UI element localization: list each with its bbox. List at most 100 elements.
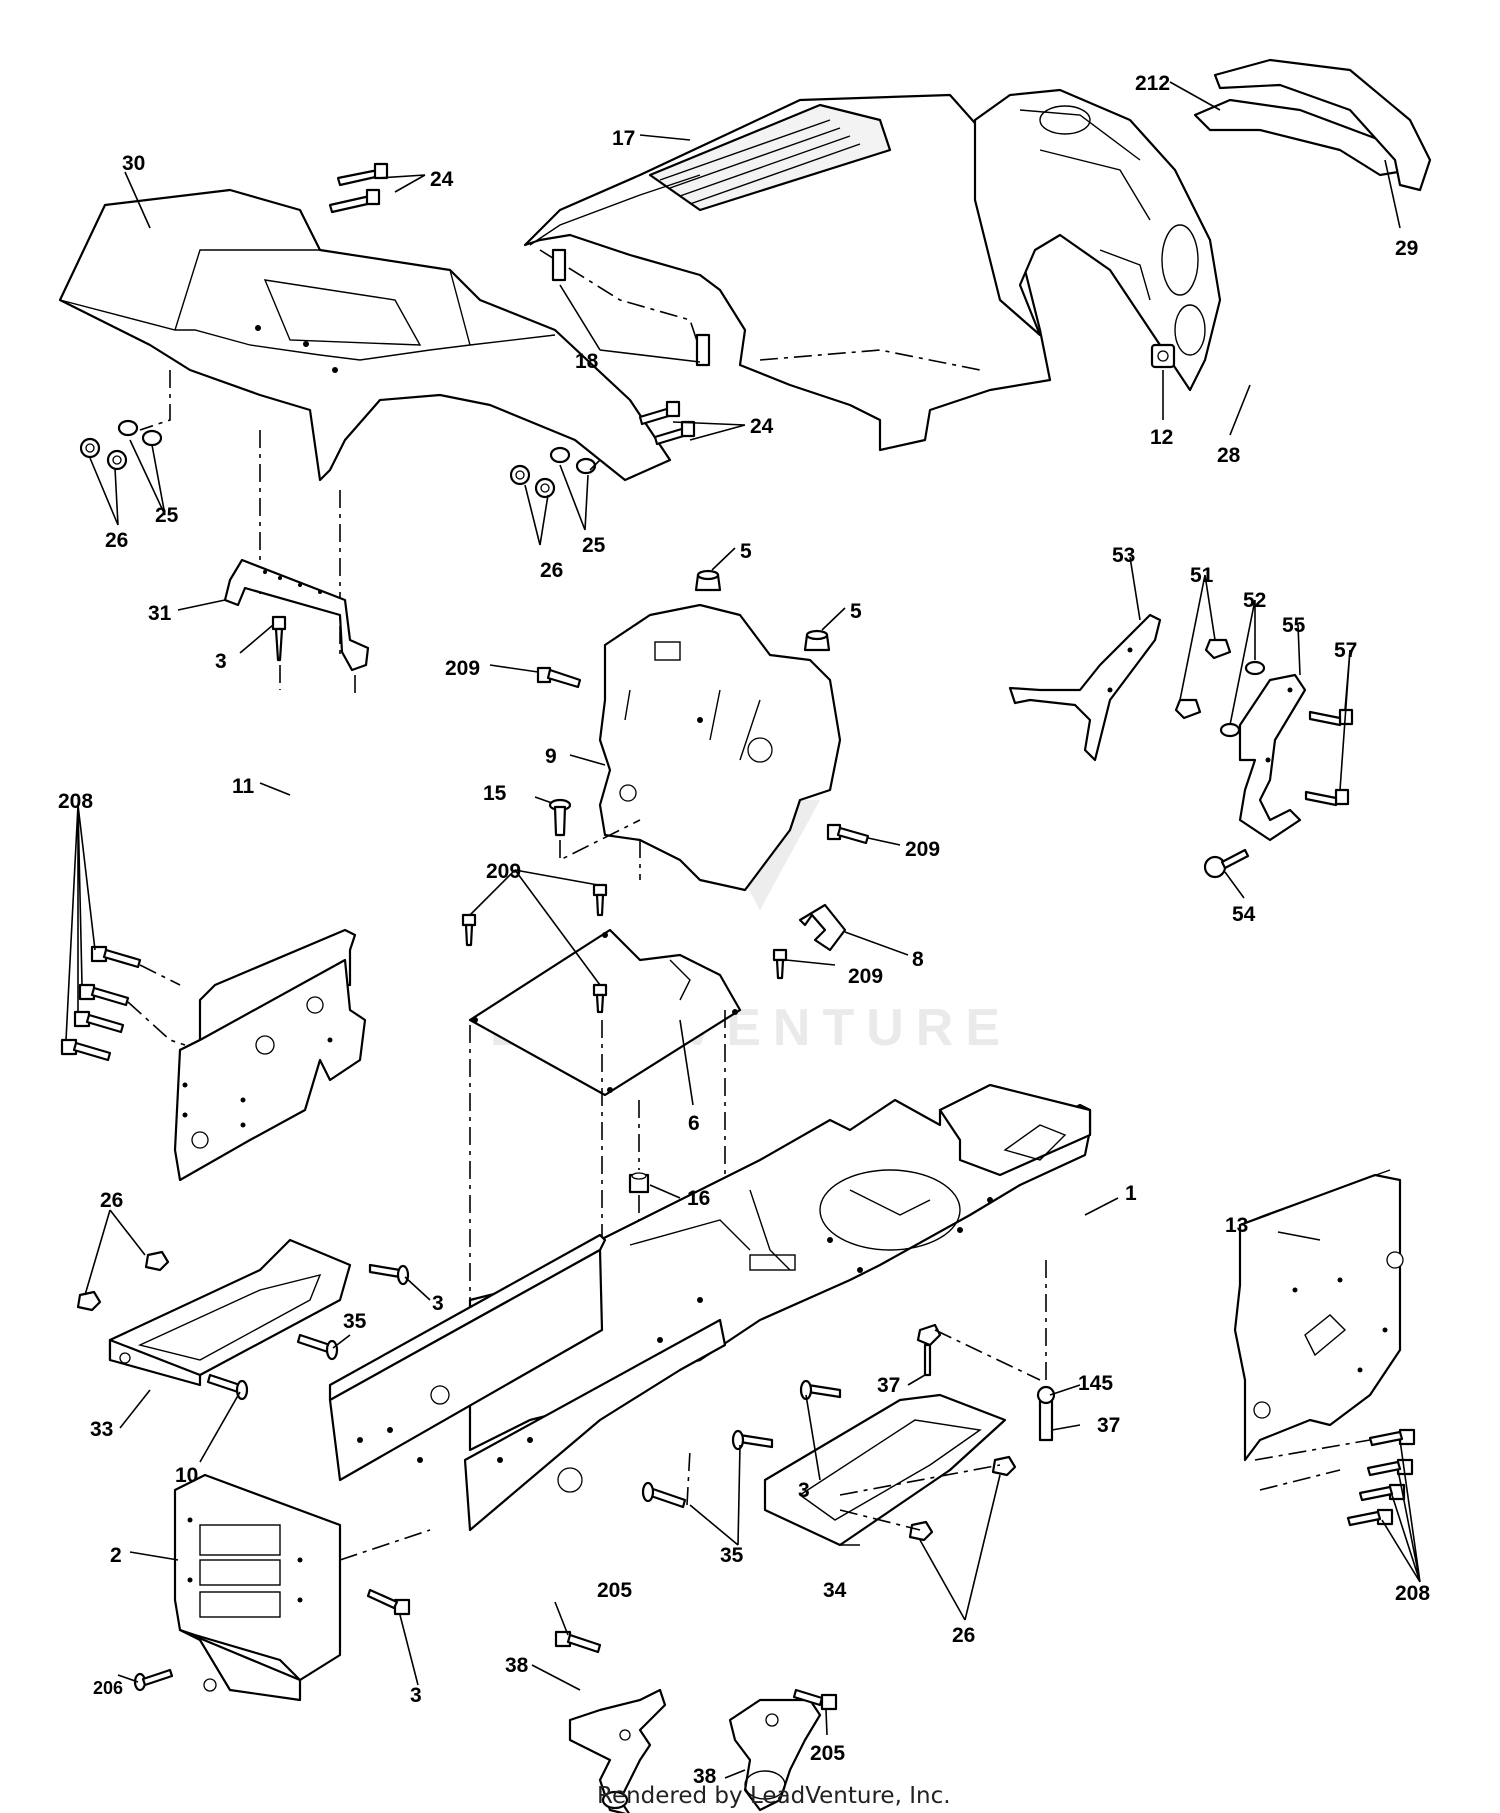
part-209-screws-plate [461, 883, 788, 1014]
part-208-bolts-right [1346, 1428, 1416, 1527]
callout-34: 34 [823, 1579, 847, 1602]
part-11-side-plate [173, 928, 367, 1182]
callout-24: 24 [430, 168, 454, 191]
part-6-plate [468, 928, 742, 1097]
callout-25: 25 [155, 504, 179, 527]
callout-205: 205 [597, 1579, 632, 1602]
callout-5: 5 [740, 540, 752, 563]
part-209-bolt-right [826, 823, 870, 845]
part-28-grille-housing [973, 88, 1222, 392]
footer-credit: Rendered by LeadVenture, Inc. [597, 1783, 951, 1809]
part-205-bolts [554, 1630, 838, 1711]
part-9-dash-panel [598, 603, 842, 892]
callout-30: 30 [122, 152, 145, 175]
callout-26: 26 [100, 1189, 123, 1212]
callout-11: 11 [232, 775, 255, 798]
part-3-bolt-front [366, 1588, 411, 1616]
callout-53: 53 [1112, 544, 1135, 567]
part-1-frame [328, 1083, 1092, 1532]
part-15-screw [548, 798, 572, 837]
callout-209: 209 [848, 965, 883, 988]
callout-35: 35 [343, 1310, 367, 1333]
callout-209: 209 [905, 838, 940, 861]
part-3-screw-upper [271, 615, 287, 662]
callout-3: 3 [432, 1292, 444, 1315]
part-212-trim [1193, 98, 1412, 177]
part-51-52-hardware [1174, 638, 1266, 738]
callout-28: 28 [1217, 444, 1241, 467]
callout-51: 51 [1190, 564, 1214, 587]
part-5-grommet-left [694, 569, 722, 592]
part-24-bolts-lower [638, 400, 696, 446]
callout-25: 25 [582, 534, 606, 557]
callout-208: 208 [58, 790, 93, 813]
part-35-bolt-left [296, 1333, 339, 1361]
part-53-bracket [1008, 613, 1162, 762]
callout-15: 15 [483, 782, 507, 805]
callout-3: 3 [215, 650, 227, 673]
callout-24: 24 [750, 415, 774, 438]
callout-212: 212 [1135, 72, 1170, 95]
part-34-footrest [763, 1393, 1007, 1547]
part-25-26-hardware-left [79, 419, 163, 471]
part-26-nuts-right [908, 1455, 1017, 1542]
callout-8: 8 [912, 948, 924, 971]
callout-52: 52 [1243, 589, 1266, 612]
callout-3: 3 [798, 1479, 810, 1502]
callout-10: 10 [175, 1464, 198, 1487]
callout-9: 9 [545, 745, 557, 768]
part-17-hood [523, 93, 1052, 452]
callout-16: 16 [687, 1187, 710, 1210]
callout-206: 206 [93, 1678, 123, 1698]
part-31-bracket [223, 558, 370, 672]
callout-13: 13 [1225, 1214, 1248, 1237]
callout-38: 38 [693, 1765, 717, 1788]
callout-26: 26 [105, 529, 128, 552]
part-12-clip [1150, 343, 1176, 369]
callout-57: 57 [1334, 639, 1357, 662]
callout-18: 18 [575, 350, 599, 373]
callout-38: 38 [505, 1654, 529, 1677]
part-33-footrest [108, 1238, 352, 1387]
part-3-bolt-footrest [368, 1263, 410, 1286]
callout-209: 209 [486, 860, 521, 883]
part-29-trim [1213, 58, 1432, 192]
callout-33: 33 [90, 1418, 113, 1441]
part-55-bracket [1238, 673, 1307, 842]
part-8-clip [798, 903, 847, 952]
leader-lines [65, 81, 1421, 1779]
callout-12: 12 [1150, 426, 1173, 449]
part-25-26-hardware-right [509, 446, 597, 499]
part-16-nut [628, 1172, 650, 1194]
part-209-bolt-upper [536, 666, 582, 689]
part-54-screw [1203, 848, 1250, 879]
callout-205: 205 [810, 1742, 845, 1765]
callout-55: 55 [1282, 614, 1306, 637]
callout-2: 2 [110, 1544, 122, 1567]
callout-3: 3 [410, 1684, 422, 1707]
part-30-fender [58, 188, 672, 482]
part-26-nuts-left [76, 1250, 170, 1312]
callout-6: 6 [688, 1112, 700, 1135]
callout-5: 5 [850, 600, 862, 623]
part-10-bolt [206, 1373, 249, 1401]
callout-54: 54 [1232, 903, 1256, 926]
callout-1: 1 [1125, 1182, 1137, 1205]
part-57-bolts [1304, 708, 1354, 807]
part-38-bracket-left [568, 1688, 667, 1813]
callout-17: 17 [612, 127, 635, 150]
callout-26: 26 [952, 1624, 975, 1647]
callout-26: 26 [540, 559, 563, 582]
part-208-bolts-left [60, 945, 142, 1062]
callout-145: 145 [1078, 1372, 1113, 1395]
part-206-screw [133, 1668, 174, 1692]
callout-37: 37 [1097, 1414, 1120, 1437]
callout-37: 37 [877, 1374, 900, 1397]
part-18-clip-left [551, 248, 567, 282]
callout-209: 209 [445, 657, 480, 680]
callout-31: 31 [148, 602, 172, 625]
part-5-grommet-right [803, 629, 831, 652]
callout-29: 29 [1395, 237, 1418, 260]
part-18-clip-right [695, 333, 711, 367]
callouts: 30 24 17 212 29 18 24 12 28 25 26 26 25 … [58, 72, 1430, 1788]
